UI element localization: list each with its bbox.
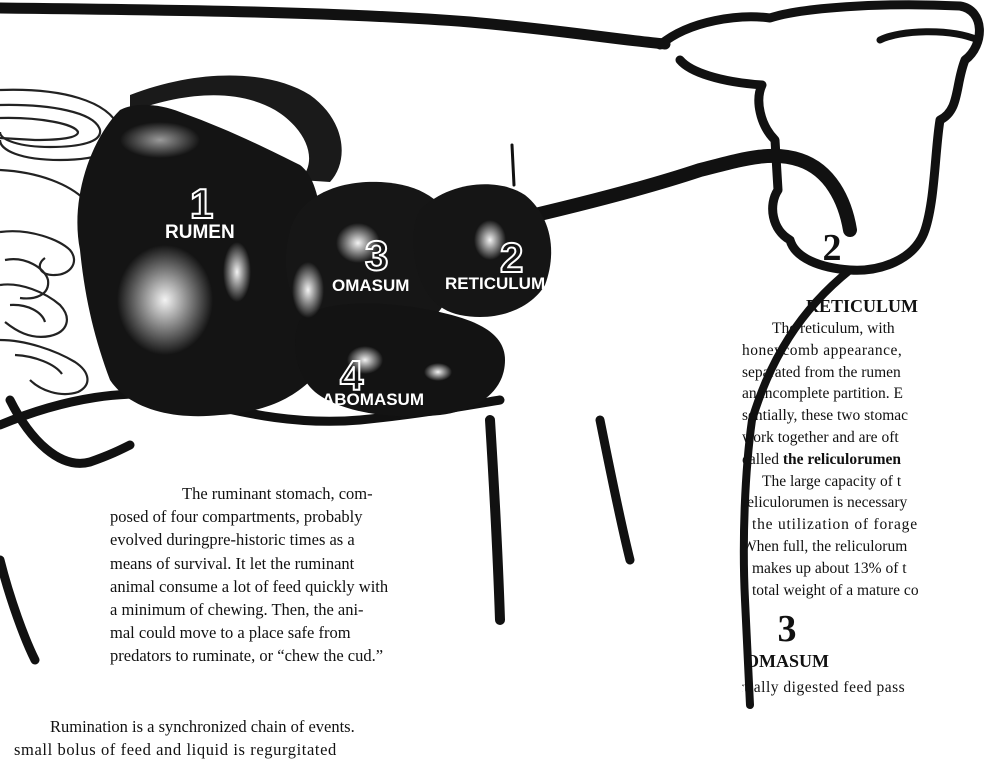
intro-line: animal consume a lot of feed quickly wit… (110, 575, 500, 598)
reticulorumen-term: the reliculorumen (783, 451, 901, 468)
omasum-line: Partially digested feed pass (742, 677, 972, 699)
intro-line: posed of four compartments, probably (110, 505, 500, 528)
reticulum-line: makes up about 13% of t (742, 558, 985, 580)
reticulum-line: honeycomb appearance, (742, 340, 985, 362)
reticulum-line: called the reliculorumen (742, 449, 985, 471)
reticulum-line: the utilization of forage (742, 514, 985, 536)
cow-horn (880, 32, 978, 40)
cow-spine-mark (512, 145, 514, 185)
intro-line: mal could move to a place safe from (110, 621, 500, 644)
rumination-line: Rumination is a synchronized chain of ev… (14, 715, 599, 738)
reticulum-line: The reticulum, with (742, 318, 985, 340)
intro-line: The ruminant stomach, com- (110, 482, 500, 505)
rumen-number: 1 (190, 180, 213, 227)
reticulum-label: RETICULUM (445, 274, 545, 293)
reticulum-line: The large capacity of t (742, 471, 985, 493)
omasum-label: OMASUM (332, 276, 409, 295)
rumination-paragraph: Rumination is a synchronized chain of ev… (14, 715, 599, 760)
reticulum-line: total weight of a mature co (742, 580, 985, 602)
intro-line: a minimum of chewing. Then, the ani- (110, 598, 500, 621)
abomasum-label: ABOMASUM (322, 390, 424, 409)
rumen-label: RUMEN (165, 222, 235, 243)
rumination-line: small bolus of feed and liquid is regurg… (14, 738, 599, 760)
cow-back-line (0, 8, 665, 44)
intro-line: evolved duringpre-historic times as a (110, 528, 500, 551)
intro-line: predators to ruminate, or “chew the cud.… (110, 644, 500, 667)
cow-front-leg-2 (600, 420, 630, 560)
omasum-section-title: OMASUM (742, 649, 832, 673)
reticulum-line: separated from the rumen (742, 362, 985, 384)
reticulum-line: work together and are oft (742, 427, 985, 449)
reticulum-section-title: RETICULUM (742, 294, 982, 318)
cow-hind-leg (0, 560, 35, 660)
intro-line: means of survival. It let the ruminant (110, 552, 500, 575)
reticulum-line: sentially, these two stomac (742, 405, 985, 427)
reticulum-line: reliculorumen is necessary (742, 492, 985, 514)
reticulum-section-number: 2 (742, 228, 922, 268)
stomach-mass (77, 75, 551, 416)
right-column: 2 RETICULUM The reticulum, with honeycom… (742, 228, 985, 760)
reticulum-line: an incomplete partition. E (742, 383, 985, 405)
reticulum-line: When full, the reliculorum (742, 536, 985, 558)
intro-paragraph: The ruminant stomach, com- posed of four… (110, 482, 500, 668)
cow-udder (10, 400, 130, 463)
omasum-section-number: 3 (742, 609, 832, 649)
omasum-number: 3 (365, 232, 388, 279)
reticulum-called-text: called (742, 451, 783, 468)
